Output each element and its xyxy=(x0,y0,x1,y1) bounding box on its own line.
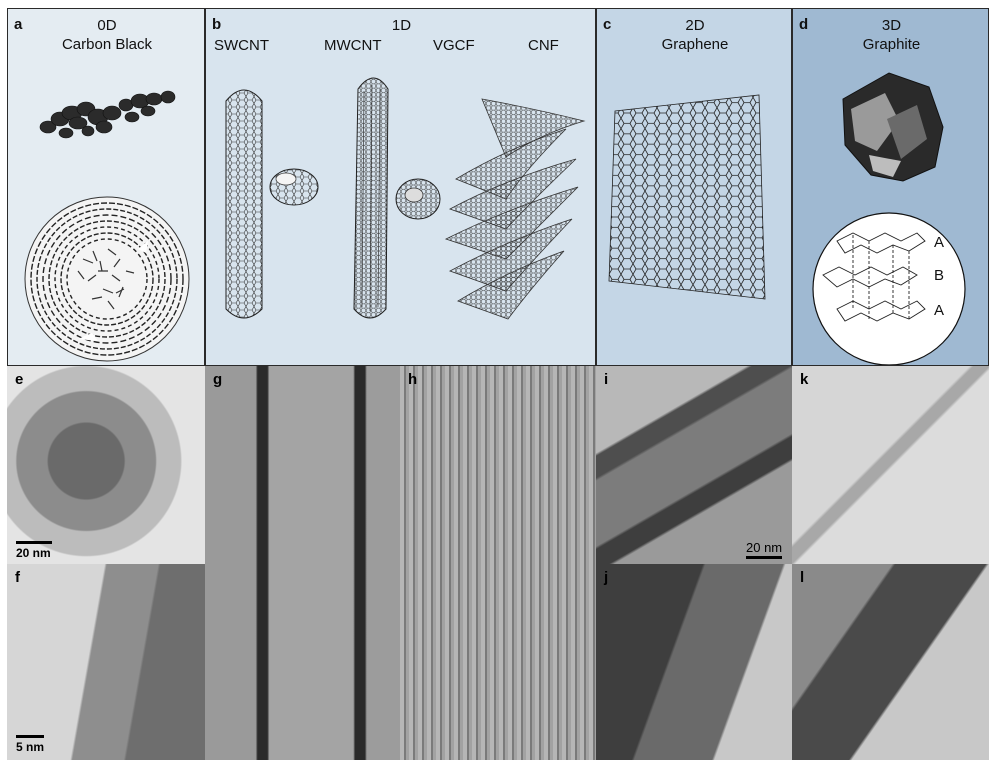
tem-panel-g: g xyxy=(205,366,400,760)
mwcnt-tube xyxy=(353,77,389,319)
panel-letter: k xyxy=(800,371,809,388)
panel-dimension: 3D xyxy=(881,17,902,34)
tem-panel-i: i 20 nm xyxy=(596,366,792,564)
tem-panel-h: h xyxy=(400,366,596,760)
scale-bar: 20 nm xyxy=(746,540,783,559)
panel-b-1d-carbons: b 1D SWCNT MWCNT VGCF CNF xyxy=(205,8,596,366)
scale-bar: 20 nm xyxy=(16,541,52,560)
nanotube-illustrations xyxy=(225,77,586,320)
tem-panel-f: f 5 nm xyxy=(7,564,205,760)
panel-title: Graphite xyxy=(862,36,921,53)
panel-letter: c xyxy=(603,16,612,33)
graphite-flake xyxy=(842,72,944,182)
panel-title: Graphene xyxy=(661,36,729,53)
graphite-stacking-diagram xyxy=(812,212,966,365)
scale-label: 20 nm xyxy=(16,546,51,560)
panel-letter: i xyxy=(604,371,609,388)
tem-panel-e: e 20 nm xyxy=(7,366,205,564)
panel-c-graphene: c 2D Graphene xyxy=(596,8,792,366)
stack-layer-a-bottom: A xyxy=(934,302,945,319)
cnf-cup-stack xyxy=(444,98,586,320)
panel-letter: b xyxy=(212,16,222,33)
carbon-black-particle-cross-section xyxy=(24,196,190,362)
scale-label: 20 nm xyxy=(746,540,783,555)
stack-layer-a-top: A xyxy=(934,234,945,251)
graphene-sheet-illustration xyxy=(608,94,766,300)
carbon-black-aggregate xyxy=(39,90,176,139)
mwcnt-end-view xyxy=(395,178,441,220)
scale-bar: 5 nm xyxy=(16,735,45,754)
panel-d-graphite: d 3D Graphite A B A xyxy=(792,8,989,366)
label-mwcnt: MWCNT xyxy=(324,37,382,54)
panel-dimension: 2D xyxy=(685,17,705,34)
panel-letter: a xyxy=(14,16,23,33)
panel-dimension: 1D xyxy=(391,17,412,34)
label-vgcf: VGCF xyxy=(433,37,475,54)
tem-panel-l: l xyxy=(792,564,989,760)
panel-letter: j xyxy=(604,569,609,586)
label-cnf: CNF xyxy=(528,37,559,54)
graphite-illustration xyxy=(812,72,966,365)
panel-title: Carbon Black xyxy=(61,36,153,53)
panel-letter: d xyxy=(799,16,809,33)
panel-letter: g xyxy=(213,371,223,388)
panel-dimension: 0D xyxy=(97,17,117,34)
tem-panel-k: k xyxy=(792,366,989,564)
panel-letter: f xyxy=(15,569,20,586)
panel-letter: h xyxy=(408,371,418,388)
swcnt-end-view xyxy=(269,168,319,206)
stack-layer-b: B xyxy=(934,267,945,284)
swcnt-tube xyxy=(225,89,263,319)
carbon-black-illustration xyxy=(24,90,190,362)
label-swcnt: SWCNT xyxy=(214,37,269,54)
tem-panel-j: j xyxy=(596,564,792,760)
panel-a-carbon-black: a 0D Carbon Black xyxy=(7,8,205,366)
panel-letter: e xyxy=(15,371,24,388)
scale-label: 5 nm xyxy=(16,740,45,754)
panel-letter: l xyxy=(800,569,805,586)
